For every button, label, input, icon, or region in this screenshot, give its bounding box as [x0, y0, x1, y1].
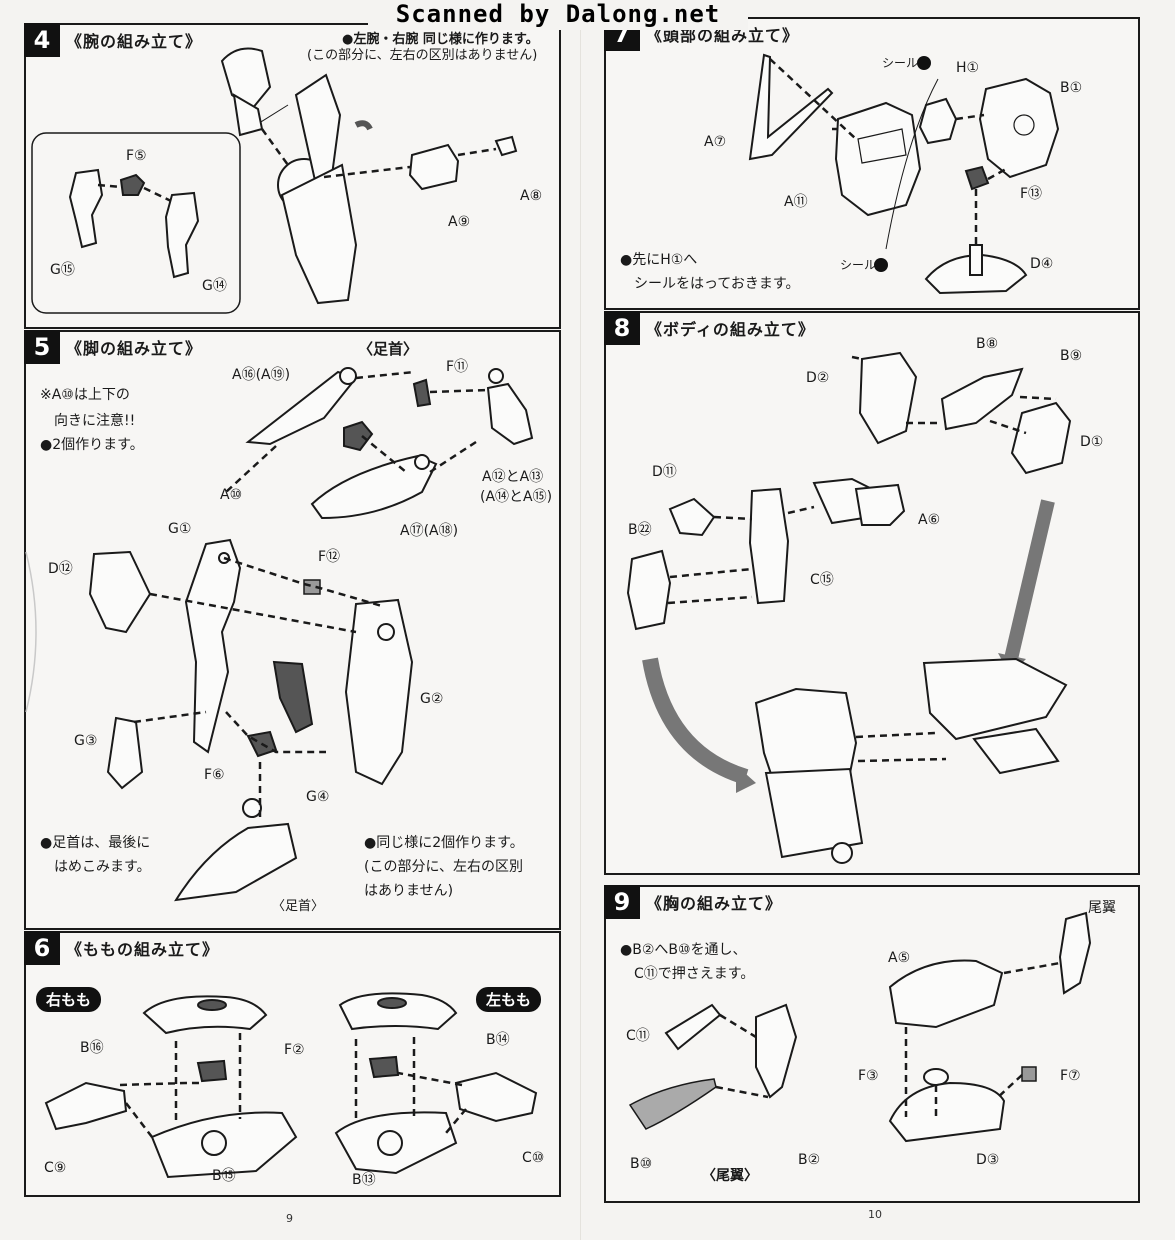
step-5-label-g3: G③: [74, 733, 98, 749]
step-8-label-b8: B⑧: [976, 336, 999, 352]
step-8-panel: 8 《ボディの組み立て》 D② B⑧ B⑨ D① D⑪ A⑥ B㉒ C⑮: [604, 311, 1140, 875]
left-thigh-badge: 左もも: [476, 987, 542, 1012]
step-7-label-b1: B①: [1060, 80, 1083, 96]
watermark: Scanned by Dalong.net: [368, 0, 748, 30]
step-5-note-same-1: ●同じ様に2個作ります。: [364, 835, 524, 851]
step-8-title: 《ボディの組み立て》: [646, 320, 815, 339]
step-4-title: 《腕の組み立て》: [66, 32, 203, 51]
step-9-label-d3: D③: [976, 1152, 1000, 1168]
step-7-label-f13: F⑬: [1020, 186, 1043, 202]
step-5-note-same-3: はありません): [364, 883, 454, 899]
step-7-illustration: [748, 53, 1060, 295]
step-5-label-a14a15: (A⑭とA⑮): [480, 489, 553, 505]
step-6-title: 《ももの組み立て》: [66, 940, 220, 959]
step-9-label-b2: B②: [798, 1152, 821, 1168]
step-5-label-a12a13: A⑫とA⑬: [482, 469, 544, 485]
step-6-label-b14: B⑭: [486, 1032, 510, 1048]
step-5-note-last-2: はめこみます。: [54, 859, 151, 875]
step-5-note-same-2: (この部分に、左右の区別: [364, 859, 524, 875]
step-5-note-a10-1: ※A⑩は上下の: [40, 387, 130, 403]
step-7-note-1: ●先にH①へ: [620, 252, 698, 268]
step-9-note-2: C⑪で押さえます。: [634, 966, 755, 982]
step-9-note-1: ●B②へB⑩を通し、: [620, 942, 747, 958]
step-9-label-tail-wing: 〈尾翼〉: [702, 1168, 758, 1184]
left-page-number: 9: [286, 1212, 293, 1225]
step-4-illustration: [31, 47, 518, 314]
step-5-panel: 5 《脚の組み立て》 〈足首〉 ※A⑩は上下の 向きに注意!! ●2個作ります。…: [24, 330, 561, 930]
step-6-label-c9: C⑨: [44, 1160, 67, 1176]
step-6-label-b15: B⑮: [212, 1168, 236, 1184]
step-4-panel: 4 《腕の組み立て》 ●左腕・右腕 同じ様に作ります。 (この部分に、左右の区別…: [24, 23, 561, 329]
step-7-note-2: シールをはっておきます。: [634, 276, 800, 292]
right-page-number: 10: [868, 1208, 882, 1221]
step-6-panel: 6 《ももの組み立て》 右もも 左もも B⑯ F② B⑭ C⑨ B⑮ B⑬ C⑩: [24, 931, 561, 1197]
step-7-label-d4: D④: [1030, 256, 1054, 272]
step-9-panel: 9 《胸の組み立て》 ●B②へB⑩を通し、 C⑪で押さえます。 尾翼 A⑤ C⑪…: [604, 885, 1140, 1203]
step-8-label-a6: A⑥: [918, 512, 941, 528]
step-7-label-seal-i: シール: [882, 56, 919, 70]
step-6-label-b16: B⑯: [80, 1040, 104, 1056]
step-4-number: 4: [24, 23, 60, 57]
step-9-label-f7: F⑦: [1060, 1068, 1081, 1084]
step-9-title: 《胸の組み立て》: [646, 894, 783, 913]
step-9-label-tail: 尾翼: [1088, 900, 1116, 916]
step-7-label-a7: A⑦: [704, 134, 727, 150]
step-5-label-f12: F⑫: [318, 549, 341, 565]
step-8-label-b22: B㉒: [628, 522, 652, 538]
step-6-label-f2: F②: [284, 1042, 305, 1058]
step-8-label-b9: B⑨: [1060, 348, 1083, 364]
step-4-label-a8: A⑧: [520, 188, 543, 204]
step-8-label-d11: D⑪: [652, 464, 677, 480]
step-7-label-h1: H①: [956, 60, 980, 76]
step-9-label-a5: A⑤: [888, 950, 911, 966]
step-5-label-a10: A⑩: [220, 487, 243, 503]
step-8-label-d1: D①: [1080, 434, 1104, 450]
step-7-panel: 7 《頭部の組み立て》 シール H① B① A⑦ F⑬ A⑪ ●先にH①へ シー…: [604, 17, 1140, 310]
step-7-label-seal-a: シール: [840, 258, 877, 272]
step-9-label-b10: B⑩: [630, 1156, 653, 1172]
step-5-label-a17: A⑰(A⑱): [400, 523, 459, 539]
step-7-label-a11: A⑪: [784, 194, 808, 210]
step-8-number: 8: [604, 311, 640, 345]
step-4-label-g14: G⑭: [202, 278, 227, 294]
step-8-label-d2: D②: [806, 370, 830, 386]
step-5-note-a10-2: 向きに注意!!: [54, 413, 136, 429]
step-5-label-g2: G②: [420, 691, 444, 707]
step-5-label-a16: A⑯(A⑲): [232, 367, 291, 383]
step-5-label-g4: G④: [306, 789, 330, 805]
step-4-label-a9: A⑨: [448, 214, 471, 230]
step-6-number: 6: [24, 931, 60, 965]
step-4-note-1: ●左腕・右腕 同じ様に作ります。: [342, 32, 539, 47]
step-5-label-g1: G①: [168, 521, 192, 537]
step-5-title: 《脚の組み立て》: [66, 339, 203, 358]
step-4-note-2: (この部分に、左右の区別はありません): [307, 48, 538, 63]
step-9-illustration: [628, 911, 1092, 1143]
step-8-illustration: [626, 351, 1072, 864]
page-gutter: [580, 0, 581, 1240]
step-5-ankle-header: 〈足首〉: [358, 340, 419, 358]
step-6-label-b13: B⑬: [352, 1172, 376, 1188]
step-9-label-f3: F③: [858, 1068, 879, 1084]
step-5-label-d12: D⑫: [48, 561, 73, 577]
step-9-label-c11: C⑪: [626, 1028, 650, 1044]
step-5-note-two: ●2個作ります。: [40, 437, 144, 453]
step-7-title: 《頭部の組み立て》: [646, 26, 800, 45]
step-5-label-ankle: 〈足首〉: [272, 899, 325, 914]
step-4-label-g15: G⑮: [50, 262, 75, 278]
step-5-illustration: [25, 367, 534, 902]
step-5-label-f11: F⑪: [446, 359, 469, 375]
step-6-illustration: [44, 992, 538, 1179]
step-8-label-c15: C⑮: [810, 572, 834, 588]
step-6-label-c10: C⑩: [522, 1150, 545, 1166]
step-5-number: 5: [24, 330, 60, 364]
step-5-label-f6: F⑥: [204, 767, 225, 783]
right-thigh-badge: 右もも: [36, 987, 102, 1012]
step-9-number: 9: [604, 885, 640, 919]
step-5-note-last-1: ●足首は、最後に: [40, 835, 151, 851]
step-4-label-f5: F⑤: [126, 148, 147, 164]
